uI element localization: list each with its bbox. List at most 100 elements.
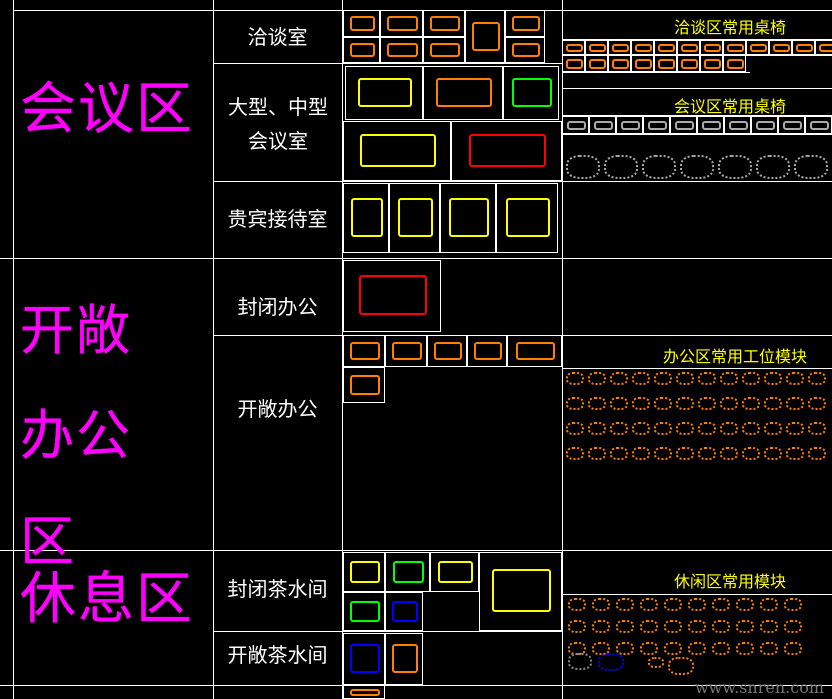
furniture-icon[interactable] bbox=[764, 372, 782, 385]
plan-thumbnail[interactable] bbox=[700, 55, 723, 72]
furniture-icon[interactable] bbox=[566, 372, 584, 385]
plan-thumbnail[interactable] bbox=[677, 55, 700, 72]
plan-thumbnail[interactable] bbox=[451, 121, 562, 181]
plan-thumbnail[interactable] bbox=[585, 40, 608, 55]
furniture-icon[interactable] bbox=[688, 598, 706, 611]
furniture-icon[interactable] bbox=[808, 372, 826, 385]
furniture-icon[interactable] bbox=[784, 598, 802, 611]
plan-thumbnail[interactable] bbox=[479, 552, 562, 631]
furniture-icon[interactable] bbox=[566, 422, 584, 435]
furniture-icon[interactable] bbox=[568, 598, 586, 611]
furniture-icon[interactable] bbox=[698, 397, 716, 410]
furniture-icon[interactable] bbox=[592, 620, 610, 633]
plan-thumbnail[interactable] bbox=[343, 183, 389, 253]
furniture-icon[interactable] bbox=[588, 447, 606, 460]
plan-thumbnail[interactable] bbox=[389, 183, 440, 253]
plan-thumbnail[interactable] bbox=[616, 116, 643, 134]
furniture-icon[interactable] bbox=[610, 397, 628, 410]
furniture-icon[interactable] bbox=[616, 598, 634, 611]
plan-thumbnail[interactable] bbox=[343, 367, 385, 403]
plan-thumbnail[interactable] bbox=[505, 37, 545, 63]
plan-thumbnail[interactable] bbox=[643, 116, 670, 134]
plan-thumbnail[interactable] bbox=[507, 335, 562, 367]
plan-thumbnail[interactable] bbox=[769, 40, 792, 55]
furniture-icon[interactable] bbox=[698, 372, 716, 385]
plan-thumbnail[interactable] bbox=[343, 37, 380, 63]
furniture-icon[interactable] bbox=[588, 397, 606, 410]
plan-thumbnail[interactable] bbox=[503, 66, 559, 120]
plan-thumbnail[interactable] bbox=[385, 335, 427, 367]
plan-thumbnail[interactable] bbox=[343, 121, 451, 181]
furniture-icon[interactable] bbox=[736, 598, 754, 611]
plan-thumbnail[interactable] bbox=[677, 40, 700, 55]
plan-thumbnail[interactable] bbox=[608, 40, 631, 55]
plan-thumbnail[interactable] bbox=[380, 10, 423, 37]
furniture-icon[interactable] bbox=[718, 155, 752, 179]
plan-thumbnail[interactable] bbox=[423, 37, 465, 63]
plan-thumbnail[interactable] bbox=[631, 55, 654, 72]
furniture-icon[interactable] bbox=[676, 447, 694, 460]
plan-thumbnail[interactable] bbox=[562, 55, 585, 72]
furniture-icon[interactable] bbox=[712, 642, 730, 655]
plan-thumbnail[interactable] bbox=[343, 685, 385, 699]
furniture-icon[interactable] bbox=[654, 372, 672, 385]
furniture-icon[interactable] bbox=[688, 642, 706, 655]
plan-thumbnail[interactable] bbox=[343, 592, 385, 631]
plan-thumbnail[interactable] bbox=[430, 552, 479, 592]
furniture-icon[interactable] bbox=[640, 642, 658, 655]
furniture-icon[interactable] bbox=[784, 620, 802, 633]
plan-thumbnail[interactable] bbox=[654, 55, 677, 72]
furniture-icon[interactable] bbox=[654, 422, 672, 435]
plan-thumbnail[interactable] bbox=[751, 116, 778, 134]
plan-thumbnail[interactable] bbox=[723, 40, 746, 55]
plan-thumbnail[interactable] bbox=[562, 40, 585, 55]
plan-thumbnail[interactable] bbox=[385, 633, 423, 685]
furniture-icon[interactable] bbox=[610, 447, 628, 460]
plan-thumbnail[interactable] bbox=[505, 10, 545, 37]
furniture-icon[interactable] bbox=[736, 620, 754, 633]
plan-thumbnail[interactable] bbox=[423, 10, 465, 37]
furniture-icon[interactable] bbox=[610, 422, 628, 435]
furniture-icon[interactable] bbox=[764, 422, 782, 435]
furniture-icon[interactable] bbox=[786, 372, 804, 385]
plan-thumbnail[interactable] bbox=[746, 40, 769, 55]
plan-thumbnail[interactable] bbox=[723, 55, 746, 72]
plan-thumbnail[interactable] bbox=[805, 116, 832, 134]
furniture-icon[interactable] bbox=[764, 397, 782, 410]
furniture-icon[interactable] bbox=[680, 155, 714, 179]
furniture-icon[interactable] bbox=[786, 422, 804, 435]
furniture-icon[interactable] bbox=[640, 598, 658, 611]
furniture-icon[interactable] bbox=[616, 620, 634, 633]
plan-thumbnail[interactable] bbox=[343, 260, 441, 332]
furniture-icon[interactable] bbox=[720, 422, 738, 435]
furniture-icon[interactable] bbox=[698, 447, 716, 460]
plan-thumbnail[interactable] bbox=[465, 10, 505, 63]
furniture-icon[interactable] bbox=[794, 155, 828, 179]
furniture-icon[interactable] bbox=[568, 620, 586, 633]
furniture-icon[interactable] bbox=[742, 447, 760, 460]
plan-thumbnail[interactable] bbox=[792, 40, 815, 55]
furniture-icon[interactable] bbox=[808, 397, 826, 410]
plan-thumbnail[interactable] bbox=[385, 552, 430, 592]
furniture-icon[interactable] bbox=[784, 642, 802, 655]
plan-thumbnail[interactable] bbox=[345, 66, 423, 120]
furniture-icon[interactable] bbox=[566, 397, 584, 410]
furniture-icon[interactable] bbox=[736, 642, 754, 655]
furniture-icon[interactable] bbox=[720, 397, 738, 410]
furniture-icon[interactable] bbox=[786, 397, 804, 410]
plan-thumbnail[interactable] bbox=[467, 335, 507, 367]
plan-thumbnail[interactable] bbox=[778, 116, 805, 134]
furniture-icon[interactable] bbox=[786, 447, 804, 460]
furniture-icon[interactable] bbox=[676, 397, 694, 410]
furniture-icon[interactable] bbox=[632, 397, 650, 410]
furniture-icon[interactable] bbox=[676, 422, 694, 435]
furniture-icon[interactable] bbox=[632, 422, 650, 435]
furniture-icon[interactable] bbox=[654, 397, 672, 410]
furniture-icon[interactable] bbox=[664, 620, 682, 633]
plan-thumbnail[interactable] bbox=[654, 40, 677, 55]
furniture-icon[interactable] bbox=[664, 598, 682, 611]
furniture-icon[interactable] bbox=[742, 397, 760, 410]
furniture-icon[interactable] bbox=[756, 155, 790, 179]
plan-thumbnail[interactable] bbox=[585, 55, 608, 72]
